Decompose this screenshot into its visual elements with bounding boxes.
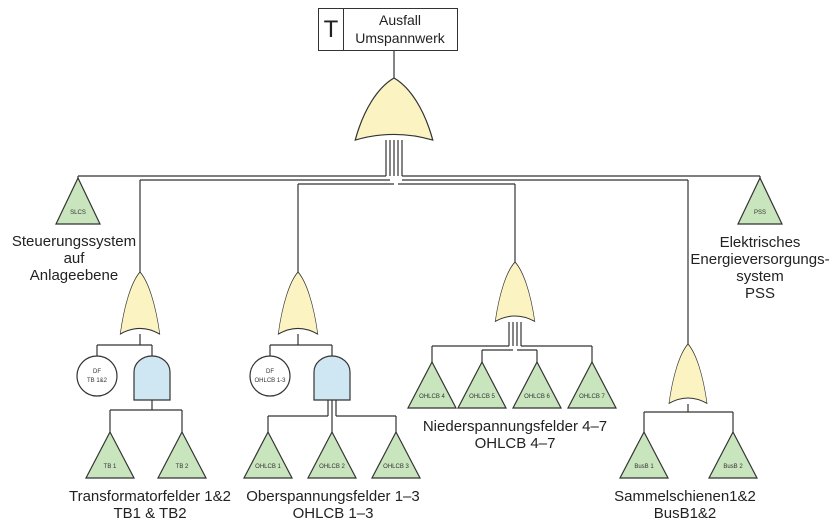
low-voltage-caption-line2: OHLCB 4–7: [474, 435, 556, 452]
ohlcb3-triangle: [371, 430, 421, 479]
and-gate-transformer: [133, 355, 171, 401]
ohlcb5-tag: OHLCB 5: [469, 394, 495, 400]
high-voltage-caption: Oberspannungsfelder 1–3 OHLCB 1–3: [228, 488, 438, 522]
pss-triangle: [737, 176, 783, 225]
df-tb-label-2: TB 1&2: [87, 378, 108, 384]
ohlcb7-triangle: [567, 360, 617, 409]
df-tb-circle: [76, 355, 118, 397]
slcs-desc-line3: Anlageebene: [29, 267, 119, 284]
tb2-triangle: [157, 430, 207, 479]
busb1-triangle: [619, 430, 669, 479]
ohlcb5-triangle: [457, 360, 507, 409]
slcs-desc-line1: Steuerungssystem: [11, 233, 137, 250]
ohlcb6-triangle: [512, 360, 562, 409]
high-voltage-caption-line2: OHLCB 1–3: [292, 505, 374, 522]
slcs-description: Steuerungssystem auf Anlageebene: [4, 233, 144, 284]
top-event-title-line2: Umspannwerk: [355, 30, 445, 46]
or-gate-high-voltage: [277, 271, 319, 335]
ohlcb2-triangle: [307, 430, 357, 479]
ohlcb1-tag: OHLCB 1: [255, 464, 281, 470]
busbars-caption-line2: BusB1&2: [653, 505, 717, 522]
main-or-gate: [354, 77, 434, 141]
pss-desc-line4: PSS: [744, 285, 775, 302]
busbars-caption: Sammelschienen1&2 BusB1&2: [600, 488, 770, 522]
top-event-box: T Ausfall Umspannwerk: [318, 8, 458, 51]
high-voltage-caption-line1: Oberspannungsfelder 1–3: [246, 488, 420, 505]
low-voltage-caption-line1: Niederspannungsfelder 4–7: [422, 418, 608, 435]
tb1-tag: TB 1: [104, 464, 117, 470]
df-ohlcb-label-2: OHLCB 1-3: [254, 378, 286, 384]
ohlcb6-tag: OHLCB 6: [524, 394, 550, 400]
or-gate-low-voltage: [494, 261, 536, 322]
ohlcb3-tag: OHLCB 3: [383, 464, 409, 470]
busb2-triangle: [708, 430, 758, 479]
transformer-caption-line2: TB1 & TB2: [113, 505, 187, 522]
and-gate-high-voltage: [313, 355, 351, 401]
df-ohlcb-circle: [249, 355, 291, 397]
pss-description: Elektrisches Energieversorgungs- system …: [684, 234, 833, 302]
slcs-triangle: [55, 176, 101, 225]
low-voltage-caption: Niederspannungsfelder 4–7 OHLCB 4–7: [405, 418, 625, 452]
pss-desc-line3: system: [736, 268, 784, 285]
tb1-triangle: [85, 430, 135, 479]
df-ohlcb-label-1: DF: [266, 369, 274, 375]
or-gate-busbars: [668, 343, 708, 404]
slcs-desc-line2: auf: [63, 250, 85, 267]
df-tb-label-1: DF: [93, 369, 101, 375]
busb2-tag: BusB 2: [723, 464, 743, 470]
transformer-caption: Transformatorfelder 1&2 TB1 & TB2: [40, 488, 260, 522]
busb1-tag: BusB 1: [634, 464, 654, 470]
top-event-type-letter: T: [319, 9, 344, 50]
transformer-caption-line1: Transformatorfelder 1&2: [68, 488, 231, 505]
ohlcb1-triangle: [243, 430, 293, 479]
busbars-caption-line1: Sammelschienen1&2: [614, 488, 756, 505]
tb2-tag: TB 2: [176, 464, 189, 470]
ohlcb2-tag: OHLCB 2: [319, 464, 345, 470]
pss-desc-line2: Energieversorgungs-: [690, 251, 830, 268]
pss-tag: PSS: [754, 210, 766, 216]
slcs-tag: SLCS: [70, 210, 86, 216]
ohlcb4-triangle: [407, 360, 457, 409]
top-event-title-line1: Ausfall: [378, 12, 422, 28]
ohlcb4-tag: OHLCB 4: [419, 394, 445, 400]
pss-desc-line1: Elektrisches: [719, 234, 801, 251]
ohlcb7-tag: OHLCB 7: [579, 394, 605, 400]
